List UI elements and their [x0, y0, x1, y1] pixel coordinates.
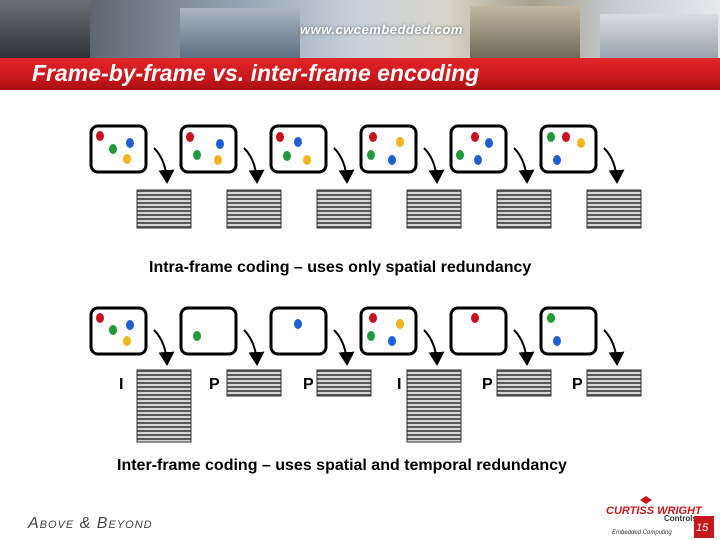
helicopter-photo	[0, 0, 90, 58]
ship-photo	[180, 8, 300, 58]
fighter-jet-photo	[600, 14, 718, 58]
title-bar	[0, 58, 720, 90]
i-frame-block-2	[406, 369, 462, 443]
source-frame-6	[539, 124, 598, 174]
frame-type-label-6: P	[572, 376, 583, 393]
curtiss-wright-controls-text: Controls	[664, 514, 697, 523]
page-number: 15	[696, 522, 709, 534]
website-url: www.cwcembedded.com	[300, 22, 463, 37]
header-photo-banner	[0, 0, 720, 58]
frame-type-label-1: I	[119, 376, 124, 393]
intra-frame-row	[89, 124, 642, 229]
slide-title: Frame-by-frame vs. inter-frame encoding	[32, 60, 480, 86]
source-frame-5	[449, 124, 508, 174]
i-frame-block-1	[136, 369, 192, 443]
intra-encoded-blocks	[136, 189, 642, 229]
inter-arrows	[153, 329, 625, 366]
inter-source-frame-5	[449, 306, 508, 356]
frame-type-label-4: I	[397, 376, 402, 393]
armored-vehicle-photo	[470, 6, 580, 58]
inter-source-frame-4	[359, 306, 418, 356]
intra-arrows	[153, 147, 625, 184]
p-frame-block-4	[586, 369, 642, 397]
page-number-badge	[694, 516, 714, 538]
curtiss-wright-logo: CURTISS WRIGHT	[606, 505, 702, 517]
curtiss-wright-subtitle: Embedded Computing	[612, 530, 672, 536]
cw-logo-mark	[640, 496, 652, 504]
source-frame-4	[359, 124, 418, 174]
p-frame-block-1	[226, 369, 282, 397]
p-frame-block-3	[496, 369, 552, 397]
above-and-beyond-logo: Above & Beyond	[28, 515, 153, 532]
source-frame-3	[269, 124, 328, 174]
source-frame-1	[89, 124, 148, 174]
p-frame-block-2	[316, 369, 372, 397]
frame-type-label-3: P	[303, 376, 314, 393]
inter-source-frame-1	[89, 306, 148, 356]
frame-type-label-2: P	[209, 376, 220, 393]
intra-frame-caption: Intra-frame coding – uses only spatial r…	[149, 259, 532, 276]
inter-frame-caption: Inter-frame coding – uses spatial and te…	[117, 457, 567, 474]
inter-source-frame-6	[539, 306, 598, 356]
frame-type-label-5: P	[482, 376, 493, 393]
inter-encoded-blocks	[136, 369, 642, 443]
inter-source-frame-2	[179, 306, 238, 356]
inter-frame-row	[89, 306, 642, 443]
source-frame-2	[179, 124, 238, 174]
inter-source-frame-3	[269, 306, 328, 356]
